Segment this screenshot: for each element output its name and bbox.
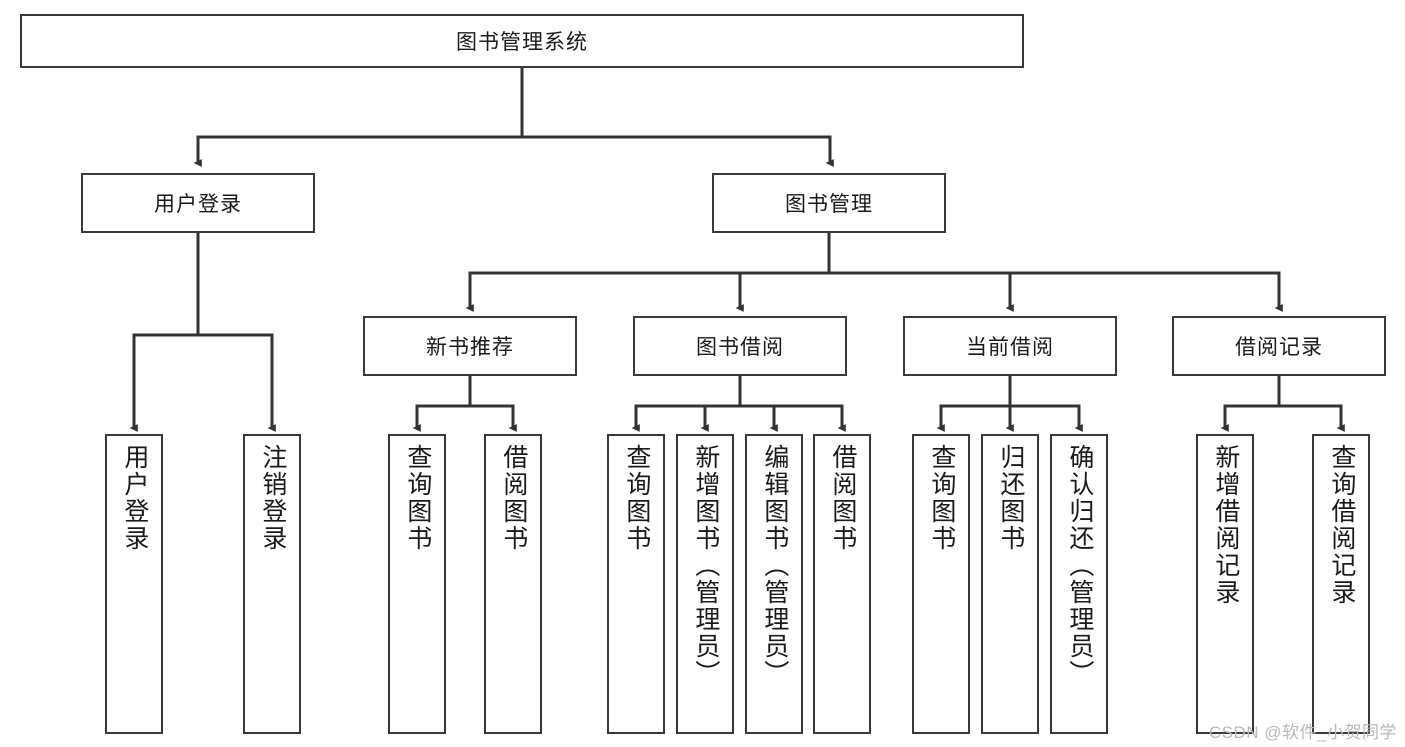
node-label: 图书管理 — [785, 193, 873, 216]
node-book-borrowing[interactable]: 图书借阅 — [633, 316, 847, 376]
leaf-edit-book-admin[interactable]: 编辑图书（管理员） — [745, 434, 803, 734]
node-current-borrowing[interactable]: 当前借阅 — [903, 316, 1117, 376]
leaf-add-book-admin[interactable]: 新增图书（管理员） — [676, 434, 734, 734]
leaf-query-book-2[interactable]: 查询图书 — [607, 434, 665, 734]
node-user-login[interactable]: 用户登录 — [81, 173, 315, 233]
node-label: 注销登录 — [258, 444, 287, 552]
node-label: 图书管理系统 — [456, 31, 588, 54]
leaf-return-book[interactable]: 归还图书 — [981, 434, 1039, 734]
node-label: 新增借阅记录 — [1211, 444, 1240, 606]
csdn-watermark: CSDN @软件_小贺同学 — [1208, 723, 1397, 742]
leaf-logout[interactable]: 注销登录 — [243, 434, 301, 734]
leaf-add-borrow-record[interactable]: 新增借阅记录 — [1196, 434, 1254, 734]
leaf-query-borrow-record[interactable]: 查询借阅记录 — [1312, 434, 1370, 734]
leaf-query-book-3[interactable]: 查询图书 — [912, 434, 970, 734]
node-label: 用户登录 — [120, 444, 149, 552]
leaf-borrow-book-1[interactable]: 借阅图书 — [484, 434, 542, 734]
node-label: 图书借阅 — [696, 336, 784, 359]
leaf-borrow-book-2[interactable]: 借阅图书 — [813, 434, 871, 734]
node-label: 查询图书 — [927, 444, 956, 552]
node-new-book-recommendation[interactable]: 新书推荐 — [363, 316, 577, 376]
node-label: 新增图书（管理员） — [691, 444, 720, 687]
node-label: 查询图书 — [403, 444, 432, 552]
node-label: 编辑图书（管理员） — [760, 444, 789, 687]
node-label: 借阅图书 — [828, 444, 857, 552]
node-label: 归还图书 — [996, 444, 1025, 552]
node-label: 借阅图书 — [499, 444, 528, 552]
node-root-book-management-system[interactable]: 图书管理系统 — [20, 14, 1024, 68]
node-label: 借阅记录 — [1235, 336, 1323, 359]
node-label: 查询图书 — [622, 444, 651, 552]
leaf-confirm-return-admin[interactable]: 确认归还（管理员） — [1050, 434, 1108, 734]
node-label: 确认归还（管理员） — [1065, 444, 1094, 687]
node-borrowing-record[interactable]: 借阅记录 — [1172, 316, 1386, 376]
node-label: 用户登录 — [154, 193, 242, 216]
node-label: 新书推荐 — [426, 336, 514, 359]
leaf-query-book-1[interactable]: 查询图书 — [388, 434, 446, 734]
node-label: 当前借阅 — [966, 336, 1054, 359]
node-label: 查询借阅记录 — [1327, 444, 1356, 606]
node-book-management[interactable]: 图书管理 — [712, 173, 946, 233]
leaf-user-login[interactable]: 用户登录 — [105, 434, 163, 734]
